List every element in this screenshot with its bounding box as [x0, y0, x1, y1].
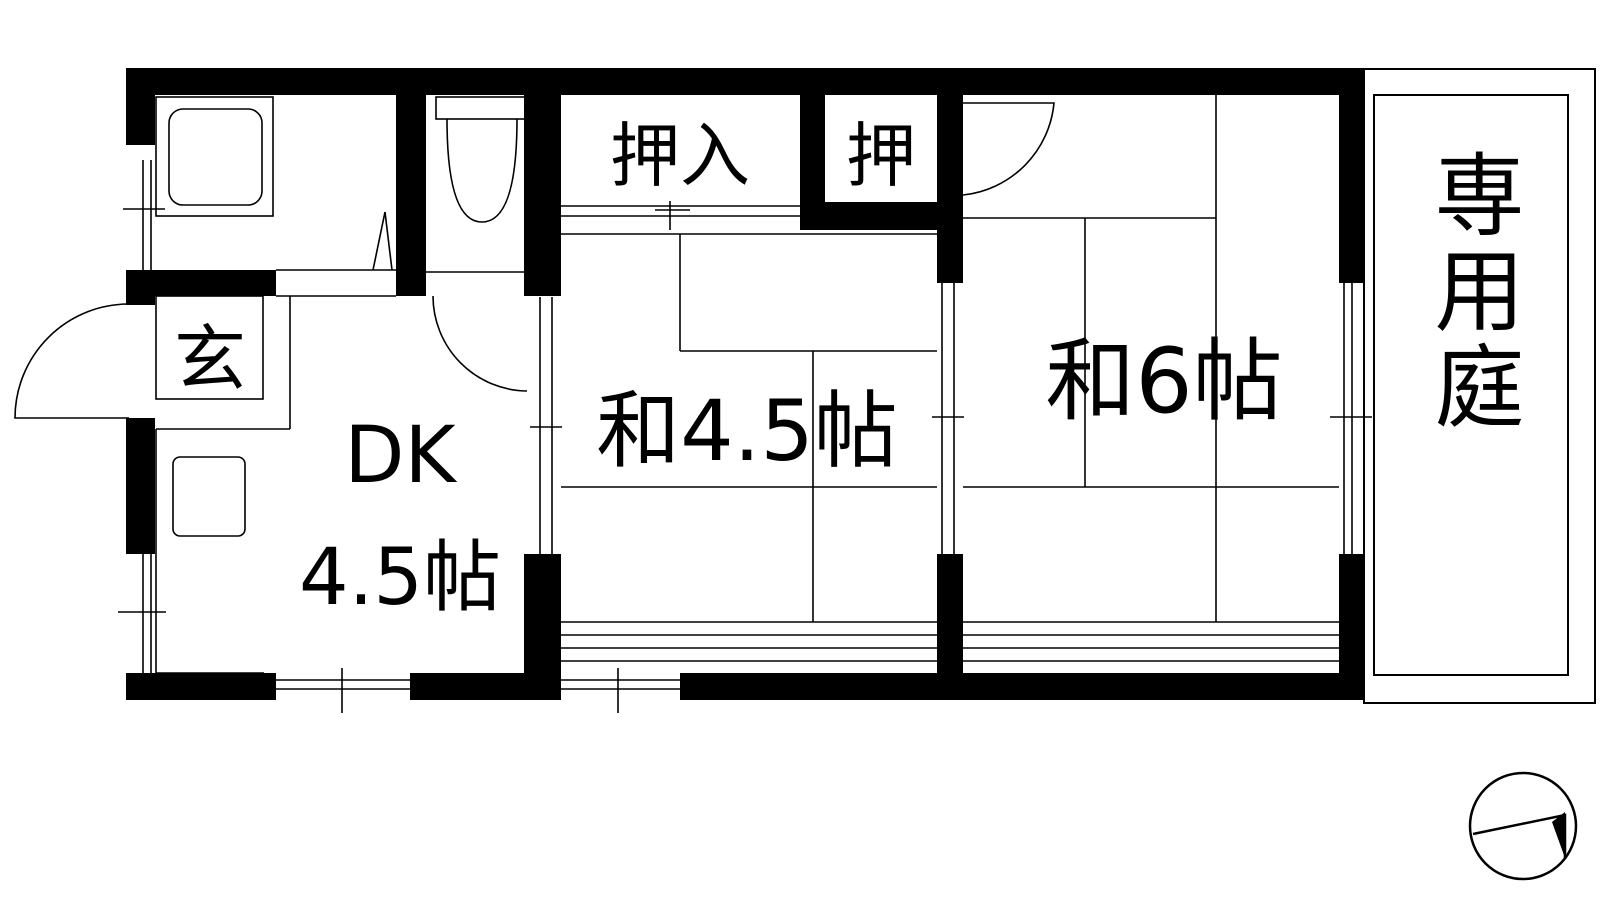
entrance-label: 玄 — [174, 317, 246, 401]
oshi-label: 押 — [846, 115, 916, 197]
dk-size-label: 4.5帖 — [299, 533, 501, 623]
north-arrow-icon — [1468, 771, 1578, 881]
garden-area — [1363, 68, 1596, 704]
oshiire-label: 押入 — [610, 115, 750, 197]
washitsu-large-label: 和6帖 — [1045, 329, 1282, 434]
dk-type-label: DK — [344, 411, 457, 501]
interior-lines — [14, 95, 1372, 713]
washitsu-small-label: 和4.5帖 — [596, 382, 898, 480]
walls — [126, 68, 1364, 700]
garden-label: 専用庭 — [1419, 148, 1524, 436]
